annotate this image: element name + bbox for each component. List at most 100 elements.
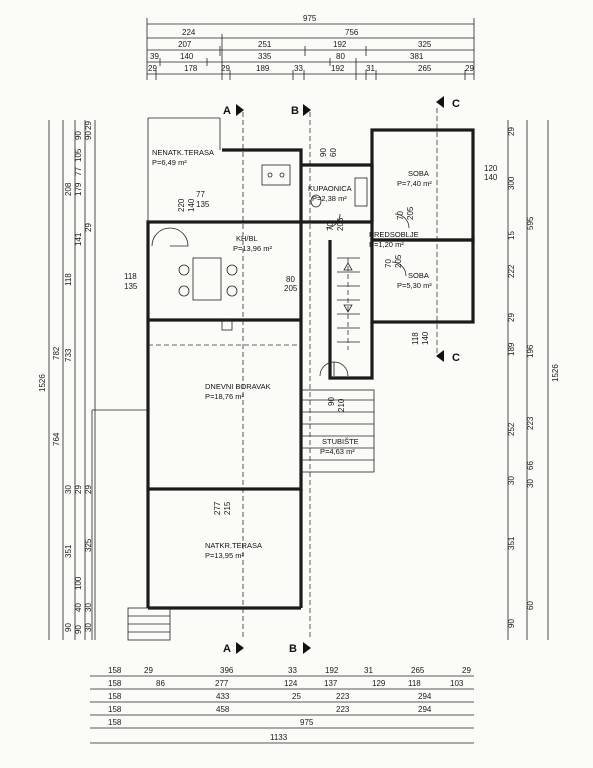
top-dimension-chains: 975 224 756 207 251 192 325 39 140 335 8… bbox=[146, 14, 474, 80]
dim-bottom: 396 bbox=[220, 666, 234, 675]
right-dimension-chains: 29 300 15 222 29 189 252 30 351 90 595 1… bbox=[507, 120, 560, 640]
opening-label: 215 bbox=[223, 501, 232, 515]
dim-bottom: 25 bbox=[292, 692, 301, 701]
opening-label: 90 bbox=[327, 397, 336, 406]
opening-label: 205 bbox=[336, 217, 345, 231]
dim-top: 335 bbox=[258, 52, 272, 61]
dim-left: 29 bbox=[84, 485, 93, 494]
dim-left: 90 bbox=[84, 131, 93, 140]
dim-bottom: 158 bbox=[108, 705, 122, 714]
dim-bottom: 124 bbox=[284, 679, 298, 688]
room-area-kupaonica: P=2,38 m² bbox=[312, 194, 347, 203]
dim-left: 90 bbox=[74, 625, 83, 634]
dim-left: 325 bbox=[84, 538, 93, 552]
dim-left: 782 bbox=[52, 346, 61, 360]
dim-bottom: 158 bbox=[108, 692, 122, 701]
room-name-natkr-terasa: NATKR.TERASA bbox=[205, 541, 262, 550]
room-name-dnevni-boravak: DNEVNI BORAVAK bbox=[205, 382, 271, 391]
opening-label: 70 bbox=[326, 222, 335, 231]
dim-top: 39 bbox=[150, 52, 159, 61]
dim-bottom: 86 bbox=[156, 679, 165, 688]
dim-bottom: 103 bbox=[450, 679, 464, 688]
opening-label: 205 bbox=[284, 284, 298, 293]
walls bbox=[91, 117, 475, 641]
dim-right: 1526 bbox=[551, 364, 560, 382]
dim-right: 595 bbox=[526, 216, 535, 230]
dim-top: 381 bbox=[410, 52, 424, 61]
dim-left: 30 bbox=[64, 485, 73, 494]
dim-top: 251 bbox=[258, 40, 272, 49]
dim-bottom: 137 bbox=[324, 679, 338, 688]
opening-label: 135 bbox=[196, 200, 210, 209]
dim-top: 178 bbox=[184, 64, 198, 73]
dim-bottom: 31 bbox=[364, 666, 373, 675]
dim-top: 265 bbox=[418, 64, 432, 73]
dim-right: 30 bbox=[507, 476, 516, 485]
opening-labels: 77 135 220 140 90 60 120 140 118 135 80 … bbox=[124, 148, 498, 515]
dim-left: 733 bbox=[64, 348, 73, 362]
dim-top: 207 bbox=[178, 40, 192, 49]
dim-left: 90 bbox=[74, 131, 83, 140]
dim-top: 325 bbox=[418, 40, 432, 49]
dim-bottom: 223 bbox=[336, 705, 350, 714]
opening-label: 220 bbox=[177, 198, 186, 212]
dim-top-total: 975 bbox=[303, 14, 317, 23]
dim-bottom: 223 bbox=[336, 692, 350, 701]
dim-top: 224 bbox=[182, 28, 196, 37]
room-name-stubiste: STUBIŠTE bbox=[322, 437, 359, 446]
dim-bottom: 118 bbox=[408, 679, 421, 688]
dim-right: 60 bbox=[526, 601, 535, 610]
dim-right: 29 bbox=[507, 127, 516, 136]
dim-right: 15 bbox=[507, 231, 516, 240]
dim-bottom: 129 bbox=[372, 679, 386, 688]
dim-left: 208 bbox=[64, 182, 73, 196]
dim-left: 764 bbox=[52, 432, 61, 446]
room-labels: NENATK.TERASA P=6,49 m² KUPAONICA P=2,38… bbox=[152, 148, 432, 560]
room-area-kh-bl: P=13,96 m² bbox=[233, 244, 272, 253]
dim-left: 30 bbox=[84, 603, 93, 612]
dim-bottom: 29 bbox=[144, 666, 153, 675]
section-b-bottom: B bbox=[289, 643, 297, 655]
opening-label: 205 bbox=[406, 206, 415, 220]
dim-bottom-total: 1133 bbox=[270, 733, 288, 742]
dim-top: 192 bbox=[331, 64, 345, 73]
dim-left: 141 bbox=[74, 232, 83, 246]
dim-bottom: 294 bbox=[418, 705, 432, 714]
room-name-soba-2: SOBA bbox=[408, 271, 429, 280]
opening-label: 70 bbox=[396, 211, 405, 220]
dim-right: 30 bbox=[526, 479, 535, 488]
dim-bottom: 458 bbox=[216, 705, 230, 714]
dim-left: 1526 bbox=[38, 374, 47, 392]
dim-bottom: 277 bbox=[215, 679, 229, 688]
section-b-top: B bbox=[291, 105, 299, 117]
dim-top: 29 bbox=[465, 64, 474, 73]
dim-bottom: 158 bbox=[108, 679, 122, 688]
section-a-bottom: A bbox=[223, 643, 231, 655]
dim-left: 100 bbox=[74, 576, 83, 590]
dim-top: 31 bbox=[366, 64, 375, 73]
dim-right: 300 bbox=[507, 176, 516, 190]
room-name-predsoblje: PREDSOBLJE bbox=[369, 230, 419, 239]
opening-label: 118 bbox=[124, 272, 137, 281]
opening-label: 140 bbox=[484, 173, 498, 182]
dim-right: 29 bbox=[507, 313, 516, 322]
dim-left: 105 bbox=[74, 148, 83, 162]
room-name-kupaonica: KUPAONICA bbox=[308, 184, 352, 193]
furniture bbox=[178, 164, 368, 331]
room-area-dnevni-boravak: P=18,76 m² bbox=[205, 392, 244, 401]
opening-label: 210 bbox=[337, 398, 346, 412]
room-area-nenatk-terasa: P=6,49 m² bbox=[152, 158, 187, 167]
dim-bottom: 158 bbox=[108, 718, 122, 727]
dim-right: 252 bbox=[507, 422, 516, 436]
room-name-soba-1: SOBA bbox=[408, 169, 429, 178]
opening-label: 277 bbox=[213, 501, 222, 515]
dim-left: 179 bbox=[74, 182, 83, 196]
section-c-bottom: C bbox=[452, 352, 460, 364]
dim-right: 222 bbox=[507, 264, 516, 278]
left-dimension-chains: 1526 782 764 208 118 733 30 351 90 90 10… bbox=[38, 120, 96, 640]
opening-label: 70 bbox=[384, 259, 393, 268]
dim-bottom: 33 bbox=[288, 666, 297, 675]
opening-label: 140 bbox=[421, 331, 430, 345]
doors bbox=[151, 213, 410, 377]
